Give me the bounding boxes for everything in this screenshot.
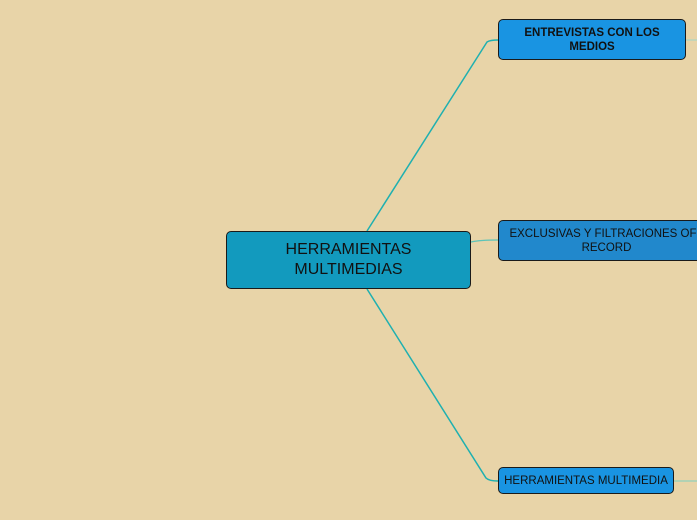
connector-2 — [470, 239, 499, 243]
topic-label: ENTREVISTAS CON LOS MEDIOS — [524, 26, 660, 53]
topic-exclusivas[interactable]: EXCLUSIVAS Y FILTRACIONES OFF RECORD — [498, 220, 697, 261]
connector-3 — [366, 288, 499, 482]
connector-1 — [366, 39, 499, 232]
topic-herramientas-multimedia[interactable]: HERRAMIENTAS MULTIMEDIA — [498, 467, 674, 494]
central-topic[interactable]: HERRAMIENTAS MULTIMEDIAS — [226, 231, 471, 289]
topic-entrevistas[interactable]: ENTREVISTAS CON LOS MEDIOS — [498, 19, 686, 60]
topic-label: HERRAMIENTAS MULTIMEDIA — [504, 474, 668, 487]
central-topic-label: HERRAMIENTAS MULTIMEDIAS — [285, 241, 412, 278]
topic-label: EXCLUSIVAS Y FILTRACIONES OFF RECORD — [509, 227, 697, 254]
